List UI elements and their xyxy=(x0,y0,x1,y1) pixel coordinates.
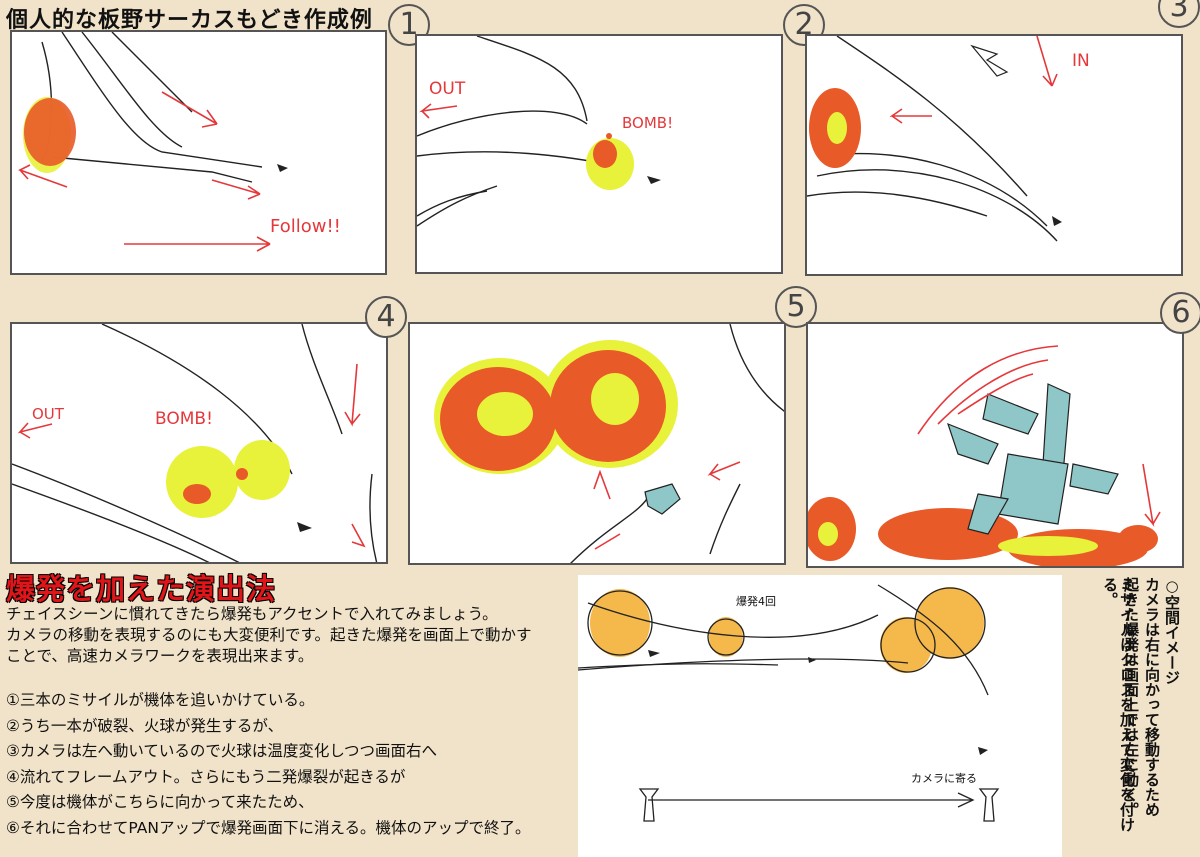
side-note-line: 起きた爆発は画面上では左に動く。 xyxy=(1122,577,1140,817)
panel-1-sketch: Follow!! xyxy=(17,32,341,252)
panel-3: IN xyxy=(805,34,1183,276)
panel-6-sketch xyxy=(808,345,1161,566)
panel-2-sketch: OUT BOMB! xyxy=(417,36,673,227)
panel-3-number: 3 xyxy=(1158,0,1200,28)
panel-6-number: 6 xyxy=(1160,292,1200,334)
section-intro: チェイスシーンに慣れてきたら爆発もアクセントで入れてみましょう。 カメラの移動を… xyxy=(6,604,571,667)
step-item: ③カメラは左へ動いているので火球は温度変化しつつ画面右へ xyxy=(6,742,438,761)
diagram-label-camera: カメラに寄る xyxy=(911,772,977,785)
panel-1: Follow!! xyxy=(10,30,387,275)
side-note-line: ミサイルはクロスを加えて変化を付ける。 xyxy=(1101,577,1136,832)
space-diagram: 爆発4回 カメラに寄る xyxy=(578,575,1062,857)
panel-6 xyxy=(806,322,1184,568)
panel-3-sketch: IN xyxy=(807,36,1090,242)
panel-5 xyxy=(408,322,786,565)
side-note-line: カメラは右に向かって移動するため xyxy=(1143,577,1161,817)
panel-4-label-out: OUT xyxy=(32,405,65,423)
space-diagram-sketch xyxy=(578,584,1000,822)
section-heading: 爆発を加えた演出法 xyxy=(6,572,277,606)
step-item: ①三本のミサイルが機体を追いかけている。 xyxy=(6,691,315,709)
panel-4: OUT BOMB! xyxy=(10,322,388,564)
panel-2: OUT BOMB! xyxy=(415,34,783,274)
step-item: ⑥それに合わせてPANアップで爆発画面下に消える。機体のアップで終了。 xyxy=(6,818,531,837)
panel-2-label-out: OUT xyxy=(429,79,466,99)
panel-2-label-bomb: BOMB! xyxy=(622,114,673,132)
panel-4-number: 4 xyxy=(365,296,407,338)
intro-line: チェイスシーンに慣れてきたら爆発もアクセントで入れてみましょう。 xyxy=(6,605,498,623)
panel-1-number: 1 xyxy=(388,4,430,46)
step-item: ②うち一本が破裂、火球が発生するが、 xyxy=(6,716,284,735)
side-note-title: ○空間イメージ xyxy=(1163,577,1181,685)
panel-5-number: 5 xyxy=(775,286,817,328)
intro-line: ことで、高速カメラワークを表現出来ます。 xyxy=(6,647,314,665)
panel-3-label-in: IN xyxy=(1072,51,1090,71)
panel-4-sketch: OUT BOMB! xyxy=(12,324,378,562)
panel-5-sketch xyxy=(434,324,784,563)
steps-list: ①三本のミサイルが機体を追いかけている。 ②うち一本が破裂、火球が発生するが、 … xyxy=(6,688,571,842)
panel-1-label-follow: Follow!! xyxy=(270,216,341,237)
panel-2-number: 2 xyxy=(783,4,825,46)
step-item: ⑤今度は機体がこちらに向かって来たため、 xyxy=(6,793,314,812)
panel-4-label-bomb: BOMB! xyxy=(155,409,213,429)
intro-line: カメラの移動を表現するのにも大変便利です。起きた爆発を画面上で動かす xyxy=(6,626,532,644)
step-item: ④流れてフレームアウト。さらにもう二発爆裂が起きるが xyxy=(6,767,406,786)
page-title: 個人的な板野サーカスもどき作成例 xyxy=(6,8,373,33)
diagram-label-explosions: 爆発4回 xyxy=(736,595,776,608)
